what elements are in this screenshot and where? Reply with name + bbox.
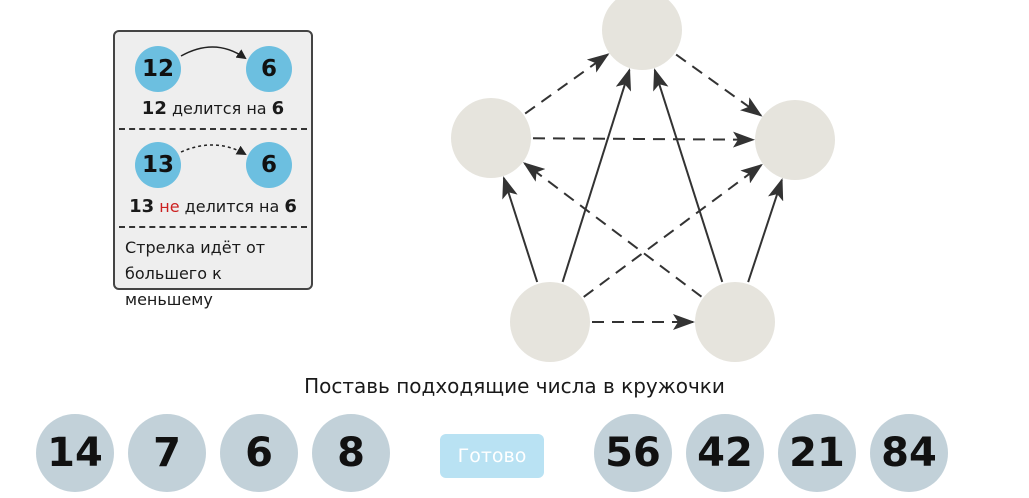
legend-arrow-solid <box>180 46 247 60</box>
graph-slot-bottom-left[interactable] <box>510 282 590 362</box>
graph-edge-solid <box>747 177 784 283</box>
graph-edge-dashed <box>522 162 703 298</box>
graph-edge-dashed <box>675 53 763 117</box>
number-chip[interactable]: 56 <box>594 414 672 492</box>
graph-edge-solid <box>502 176 539 283</box>
divisibility-graph <box>451 0 835 362</box>
legend-box: 12 6 12 делится на 6 13 6 13 не делится … <box>113 30 313 309</box>
legend-note: Стрелка идёт от большего к меньшему <box>125 235 310 313</box>
number-chip[interactable]: 7 <box>128 414 206 492</box>
graph-edges <box>502 53 784 330</box>
caption-num: 13 <box>129 196 155 217</box>
number-chip[interactable]: 6 <box>220 414 298 492</box>
number-chip[interactable]: 14 <box>36 414 114 492</box>
caption-den: 6 <box>284 196 297 217</box>
number-chip[interactable]: 8 <box>312 414 390 492</box>
caption-den: 6 <box>271 98 285 119</box>
legend-caption-not-divisible: 13 не делится на 6 <box>115 196 311 217</box>
caption-verb: делится на <box>171 99 267 118</box>
graph-edge-dashed <box>583 163 763 298</box>
legend-circle-13: 13 <box>135 142 181 188</box>
graph-edge-solid <box>653 68 724 283</box>
legend-caption-divisible: 12 делится на 6 <box>115 98 311 119</box>
legend-circle-6-b: 6 <box>246 142 292 188</box>
graph-slot-right[interactable] <box>755 100 835 180</box>
number-chip[interactable]: 84 <box>870 414 948 492</box>
legend-arrow-dashed <box>180 144 247 155</box>
legend-separator <box>119 226 307 228</box>
graph-edge-solid <box>561 68 631 283</box>
done-button[interactable]: Готово <box>440 434 544 478</box>
caption-verb: делится на <box>184 197 280 216</box>
legend-circle-12: 12 <box>135 46 181 92</box>
graph-slot-left[interactable] <box>451 98 531 178</box>
legend-arrows <box>180 46 247 155</box>
graph-slot-top[interactable] <box>602 0 682 70</box>
instruction-text: Поставь подходящие числа в кружочки <box>304 374 725 398</box>
graph-edge-dashed <box>532 131 756 148</box>
legend-separator <box>119 128 307 130</box>
graph-edge-dashed <box>524 53 610 115</box>
caption-negation: не <box>159 197 180 216</box>
graph-slot-bottom-right[interactable] <box>695 282 775 362</box>
number-chip[interactable]: 21 <box>778 414 856 492</box>
number-chip[interactable]: 42 <box>686 414 764 492</box>
legend-note-line: Стрелка идёт от <box>125 238 266 257</box>
legend-circle-6: 6 <box>246 46 292 92</box>
caption-num: 12 <box>141 98 167 119</box>
legend-note-line: большего к меньшему <box>125 264 222 309</box>
